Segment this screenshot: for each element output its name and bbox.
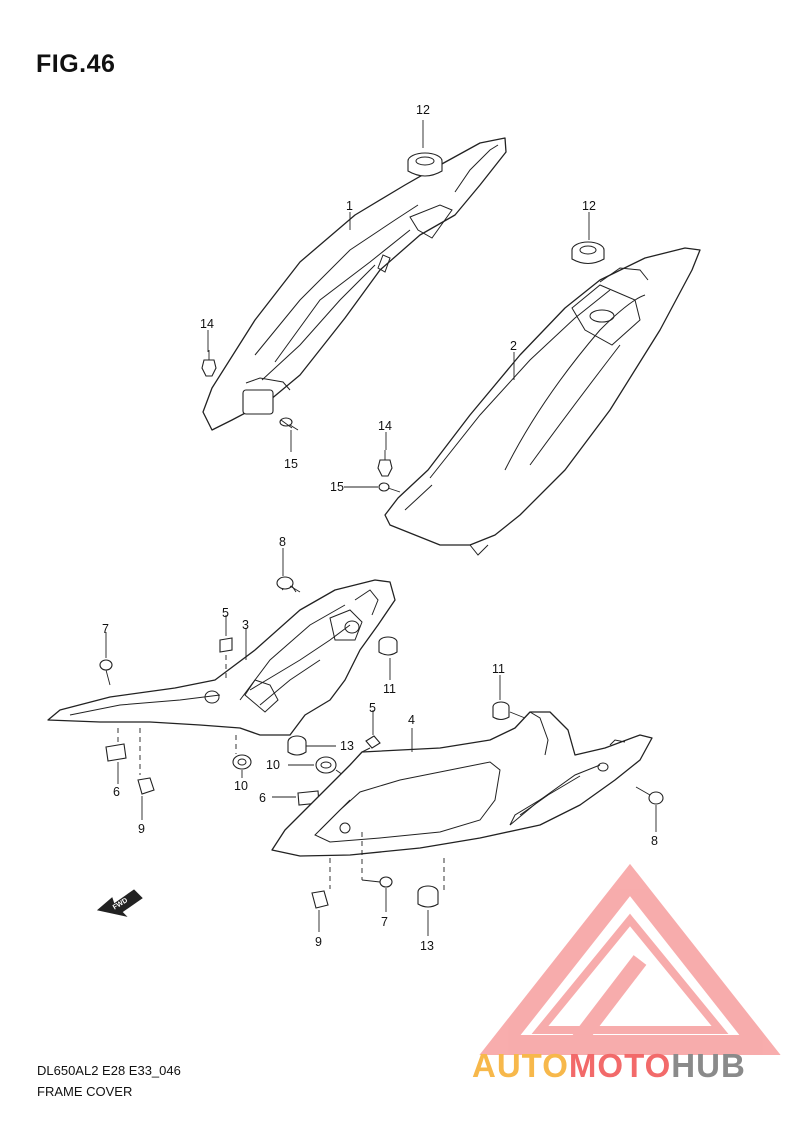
callout-4: 4 <box>408 713 415 727</box>
callout-labels: 12 1 14 15 12 2 14 15 8 5 3 7 11 11 5 4 … <box>102 103 658 953</box>
watermark-logo-text: AUTOMOTOHUB <box>472 1047 746 1084</box>
cushion-6-left[interactable] <box>105 728 127 762</box>
callout-12-right: 12 <box>582 199 596 213</box>
callout-10-mid: 10 <box>266 758 280 772</box>
fwd-arrow-icon: FWD <box>96 889 143 917</box>
grommet-12-right[interactable] <box>571 241 605 265</box>
callout-10-left: 10 <box>234 779 248 793</box>
callout-6-mid: 6 <box>259 791 266 805</box>
grommet-10-left[interactable] <box>232 735 252 770</box>
part-3-frame-cover-lower-left[interactable] <box>47 579 396 736</box>
bolt-8-upper[interactable] <box>276 576 301 593</box>
bolt-8-right[interactable] <box>635 786 664 805</box>
figure-code: DL650AL2 E28 E33_046 <box>37 1063 181 1078</box>
part-1-frame-cover-upper-left[interactable] <box>202 137 507 431</box>
callout-2: 2 <box>510 339 517 353</box>
screw-7-left[interactable] <box>99 659 113 686</box>
callout-8-upper: 8 <box>279 535 286 549</box>
callout-13-lower: 13 <box>420 939 434 953</box>
clip-9-right[interactable] <box>311 858 331 909</box>
clip-9-left[interactable] <box>137 728 155 795</box>
screw-15-mid[interactable] <box>378 482 401 493</box>
figure-caption: FRAME COVER <box>37 1084 133 1099</box>
callout-11-upper: 11 <box>383 682 396 696</box>
part-4-frame-cover-lower-right[interactable] <box>271 711 653 857</box>
clip-5-left[interactable] <box>219 637 233 678</box>
callout-12-upper: 12 <box>416 103 430 117</box>
grommet-12-upper[interactable] <box>407 152 443 177</box>
figure-title: FIG.46 <box>36 50 116 78</box>
clip-5-right[interactable] <box>365 735 381 749</box>
grommet-13-lower[interactable] <box>417 858 445 908</box>
callout-7-left: 7 <box>102 622 109 636</box>
screw-7-right[interactable] <box>361 832 393 888</box>
callout-11-right: 11 <box>492 662 505 676</box>
part-2-frame-cover-upper-right[interactable] <box>384 247 701 556</box>
nut-11-right[interactable] <box>492 701 526 721</box>
leader-lines <box>105 120 657 936</box>
callout-1: 1 <box>346 199 353 213</box>
callout-5-right: 5 <box>369 701 376 715</box>
callout-7-right: 7 <box>381 915 388 929</box>
nut-11-upper[interactable] <box>378 636 398 656</box>
watermark-triangle-logo <box>479 863 781 1055</box>
callout-9-right: 9 <box>315 935 322 949</box>
callout-15-mid: 15 <box>330 480 344 494</box>
callout-14-mid: 14 <box>378 419 392 433</box>
callout-13-mid: 13 <box>340 739 354 753</box>
callout-15-upper: 15 <box>284 457 298 471</box>
callout-8-right: 8 <box>651 834 658 848</box>
callout-3: 3 <box>242 618 249 632</box>
callout-5-left: 5 <box>222 606 229 620</box>
callout-14-upper: 14 <box>200 317 214 331</box>
callout-6-left: 6 <box>113 785 120 799</box>
callout-9-left: 9 <box>138 822 145 836</box>
grommet-13-mid[interactable] <box>287 735 307 756</box>
screw-15-upper[interactable] <box>279 417 299 431</box>
clip-14-upper[interactable] <box>201 350 217 377</box>
clip-14-mid[interactable] <box>377 450 393 477</box>
